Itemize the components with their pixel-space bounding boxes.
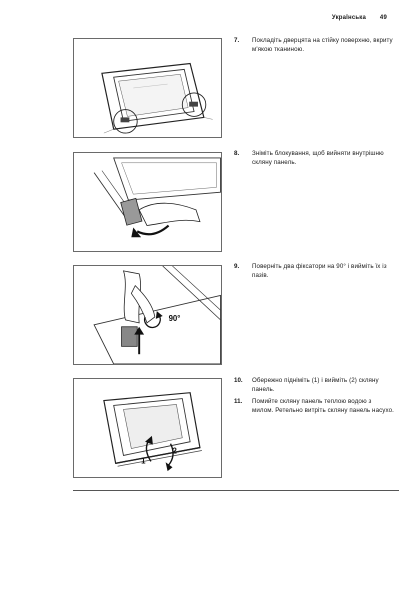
step-7: 7. Покладіть дверцята на стійку поверхню… <box>234 37 394 54</box>
glass-panel-removal-illustration: 1 2 <box>103 392 202 472</box>
footer-divider <box>73 490 399 491</box>
step-number: 10. <box>234 377 243 384</box>
step-text: Помийте скляну панель теплою водою з мил… <box>252 398 394 414</box>
step-text: Зніміть блокування, щоб вийняти внутрішн… <box>252 150 384 166</box>
section-title: Українська <box>331 15 367 21</box>
step-8: 8. Зніміть блокування, щоб вийняти внутр… <box>234 150 394 167</box>
step-number: 11. <box>234 398 243 405</box>
step-11: 11. Помийте скляну панель теплою водою з… <box>234 398 394 415</box>
page-number: 49 <box>379 15 387 21</box>
step-number: 7. <box>234 37 240 44</box>
figure-door-on-surface <box>73 38 222 138</box>
step-text: Покладіть дверцята на стійку поверхню, в… <box>252 37 393 53</box>
fixture-rotate-illustration: 90° <box>93 266 221 364</box>
door-glass-illustration <box>101 62 213 134</box>
step-number: 9. <box>234 263 240 270</box>
step-10: 10. Обережно підніміть (1) і вийміть (2)… <box>234 377 394 394</box>
figure-lock-release <box>73 152 222 252</box>
step-label-1: 1 <box>141 456 146 465</box>
page-header: Українська 49 <box>332 15 387 21</box>
step-number: 8. <box>234 150 240 157</box>
lock-release-illustration <box>93 157 221 238</box>
figure-glass-removal: 1 2 <box>73 378 222 478</box>
step-9: 9. Поверніть два фіксатори на 90° і вийм… <box>234 263 394 280</box>
figure-rotate-fixtures: 90° <box>73 265 222 365</box>
step-label-2: 2 <box>172 446 177 455</box>
step-text: Поверніть два фіксатори на 90° і вийміть… <box>252 263 387 279</box>
angle-label: 90° <box>169 314 181 323</box>
step-text: Обережно підніміть (1) і вийміть (2) скл… <box>252 377 379 393</box>
